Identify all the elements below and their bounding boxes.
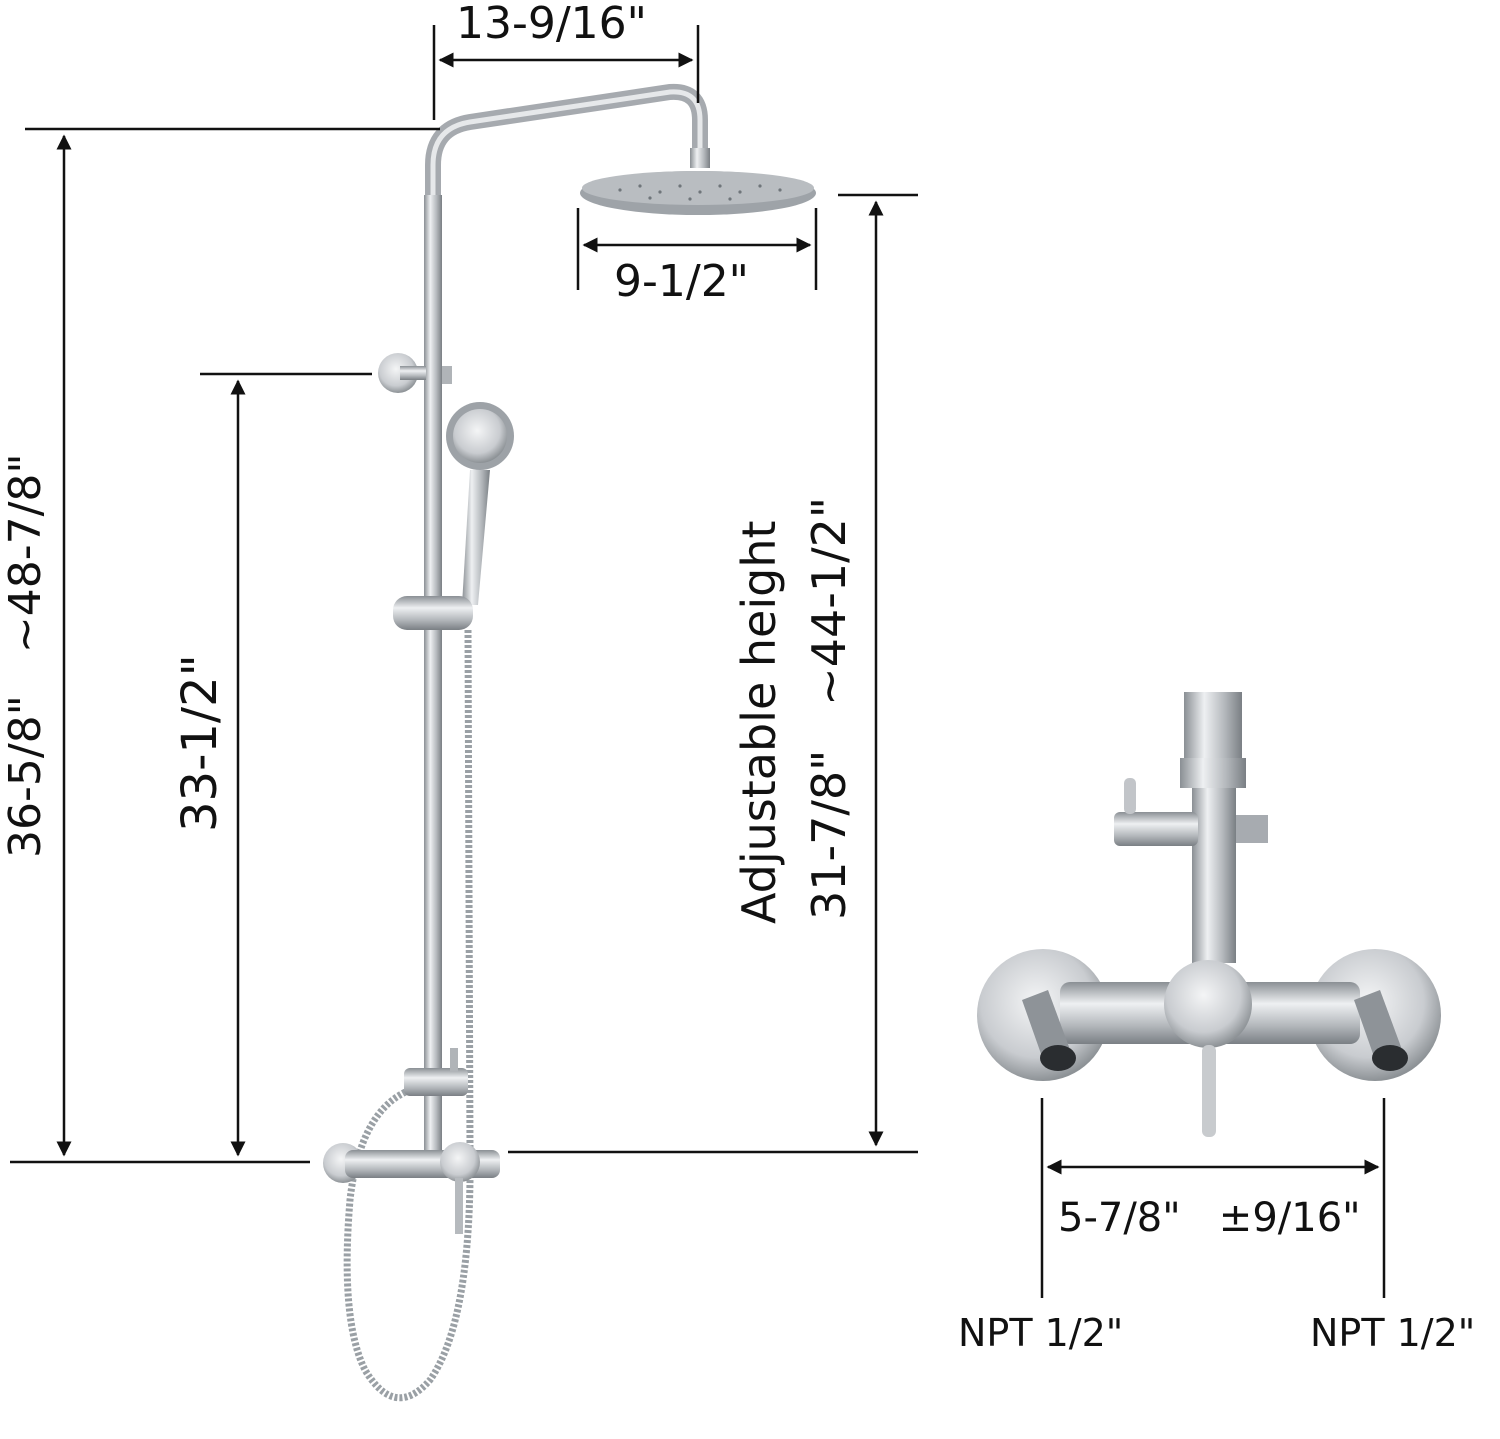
- lever-handle: [455, 1178, 463, 1234]
- wall-bracket-top: [378, 353, 418, 393]
- head-diameter-label: 9-1/2": [614, 256, 749, 307]
- riser-pipe: [424, 195, 442, 1155]
- adjustable-height-range: 31-7/8" ~44-1/2": [802, 496, 856, 920]
- valve-detail: [977, 692, 1441, 1137]
- hose: [343, 629, 474, 1402]
- adjustable-height-title: Adjustable height: [732, 520, 786, 924]
- shower-assembly: [323, 83, 816, 1402]
- diverter-knob: [1114, 812, 1198, 846]
- bracket-height-label: 33-1/2": [172, 654, 228, 832]
- valve-cap: [1164, 960, 1252, 1048]
- diverter: [404, 1068, 468, 1096]
- inlet-left-label: NPT 1/2": [958, 1311, 1124, 1355]
- total-height-label: 36-5/8" ~48-7/8": [0, 453, 51, 858]
- eccentric-connector-right: [1354, 990, 1408, 1071]
- inlet-spacing-label: 5-7/8" ±9/16": [1058, 1195, 1361, 1241]
- slide-holder: [393, 596, 473, 630]
- arm-reach-label: 13-9/16": [456, 0, 647, 49]
- inlet-right-label: NPT 1/2": [1310, 1311, 1476, 1355]
- inlet-dimension-lines: [1040, 1098, 1386, 1298]
- eccentric-connector-left: [1022, 990, 1076, 1071]
- valve-lever: [1202, 1045, 1216, 1137]
- dimension-lines: [10, 25, 918, 1164]
